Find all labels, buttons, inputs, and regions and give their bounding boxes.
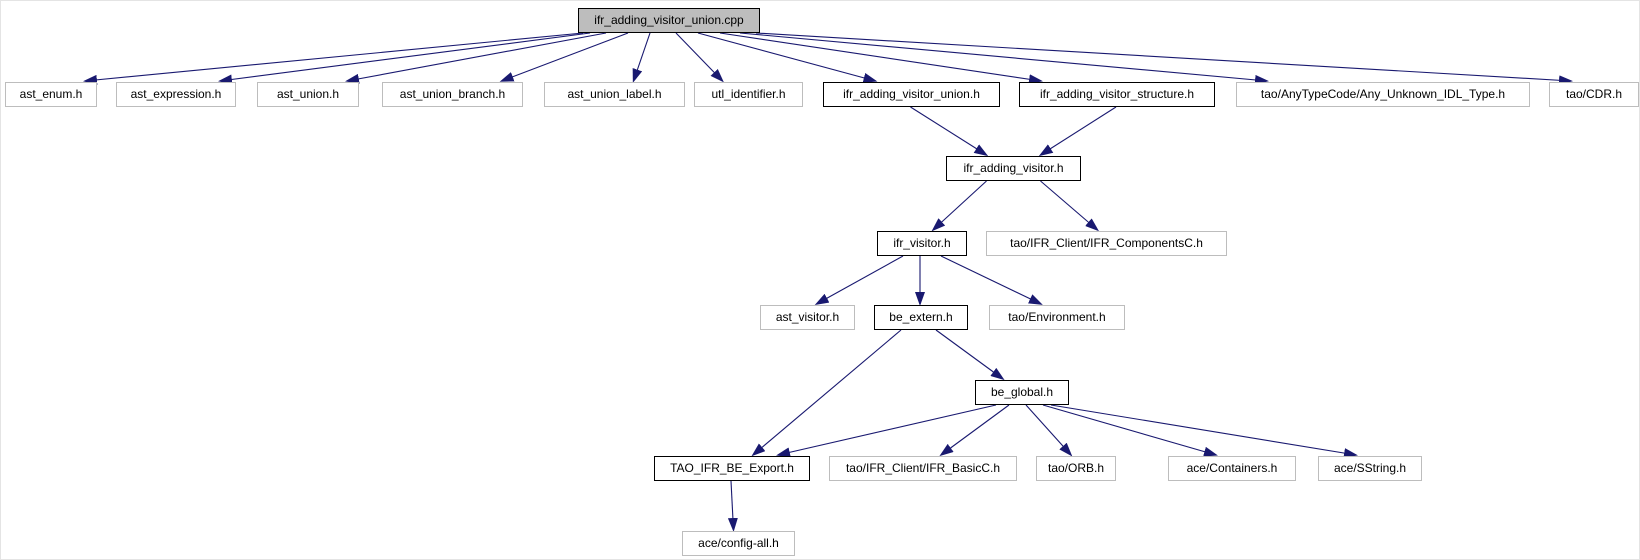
node-ifr_adding_visitor_structure_h[interactable]: ifr_adding_visitor_structure.h xyxy=(1019,82,1215,107)
node-ast_enum[interactable]: ast_enum.h xyxy=(5,82,97,107)
edge-root-to-ast_union xyxy=(345,32,607,84)
edge-root-to-ast_union_label xyxy=(632,32,651,83)
edge-be_extern-to-be_global xyxy=(935,329,1005,381)
edge-ifr_adding_visitor-to-ifr_visitor xyxy=(931,180,987,232)
node-ifr_adding_visitor[interactable]: ifr_adding_visitor.h xyxy=(946,156,1081,181)
edge-ifr_visitor-to-tao_environment xyxy=(940,255,1043,305)
node-ifr_adding_visitor_union_h[interactable]: ifr_adding_visitor_union.h xyxy=(823,82,1000,107)
node-tao_cdr[interactable]: tao/CDR.h xyxy=(1549,82,1639,107)
edge-be_extern-to-tao_ifr_be_export xyxy=(751,329,902,457)
edge-root-to-ifr_adding_visitor_structure_h xyxy=(719,32,1043,85)
edge-root-to-ast_expression xyxy=(218,32,591,85)
node-ifr_basicc[interactable]: tao/IFR_Client/IFR_BasicC.h xyxy=(829,456,1017,481)
edge-ifr_adding_visitor_structure_h-to-ifr_adding_visitor xyxy=(1038,106,1117,157)
node-be_global[interactable]: be_global.h xyxy=(975,380,1069,405)
node-be_extern[interactable]: be_extern.h xyxy=(874,305,968,330)
node-ace_sstring[interactable]: ace/SString.h xyxy=(1318,456,1422,481)
node-root: ifr_adding_visitor_union.cpp xyxy=(578,8,760,33)
node-ast_visitor[interactable]: ast_visitor.h xyxy=(760,305,855,330)
node-ifr_componentsc[interactable]: tao/IFR_Client/IFR_ComponentsC.h xyxy=(986,231,1227,256)
edge-be_global-to-tao_ifr_be_export xyxy=(776,404,997,458)
edge-be_global-to-ace_sstring xyxy=(1050,404,1358,458)
node-tao_environment[interactable]: tao/Environment.h xyxy=(989,305,1125,330)
edge-tao_ifr_be_export-to-ace_config_all xyxy=(727,480,738,532)
edge-root-to-ifr_adding_visitor_union_h xyxy=(697,32,878,83)
node-ast_expression[interactable]: ast_expression.h xyxy=(116,82,236,107)
edge-root-to-tao_cdr xyxy=(755,32,1573,86)
edge-ifr_visitor-to-ast_visitor xyxy=(814,255,904,305)
edge-be_global-to-ifr_basicc xyxy=(939,404,1010,457)
node-utl_identifier[interactable]: utl_identifier.h xyxy=(694,82,803,107)
edge-root-to-utl_identifier xyxy=(675,32,724,83)
edge-be_global-to-tao_orb xyxy=(1025,404,1073,457)
edge-root-to-ast_union_branch xyxy=(499,32,629,82)
node-ifr_visitor[interactable]: ifr_visitor.h xyxy=(877,231,967,256)
edge-ifr_adding_visitor_union_h-to-ifr_adding_visitor xyxy=(910,106,989,157)
edge-root-to-ast_enum xyxy=(83,32,584,85)
node-any_unknown_idl_type[interactable]: tao/AnyTypeCode/Any_Unknown_IDL_Type.h xyxy=(1236,82,1530,107)
edge-root-to-any_unknown_idl_type xyxy=(739,32,1269,85)
edge-ifr_adding_visitor-to-ifr_componentsc xyxy=(1040,180,1100,232)
node-ace_containers[interactable]: ace/Containers.h xyxy=(1168,456,1296,481)
node-ast_union_branch[interactable]: ast_union_branch.h xyxy=(382,82,523,107)
node-tao_ifr_be_export[interactable]: TAO_IFR_BE_Export.h xyxy=(654,456,810,481)
node-ast_union[interactable]: ast_union.h xyxy=(257,82,359,107)
node-tao_orb[interactable]: tao/ORB.h xyxy=(1036,456,1116,481)
node-ace_config_all[interactable]: ace/config-all.h xyxy=(682,531,795,556)
edge-be_global-to-ace_containers xyxy=(1042,404,1218,457)
node-ast_union_label[interactable]: ast_union_label.h xyxy=(544,82,685,107)
